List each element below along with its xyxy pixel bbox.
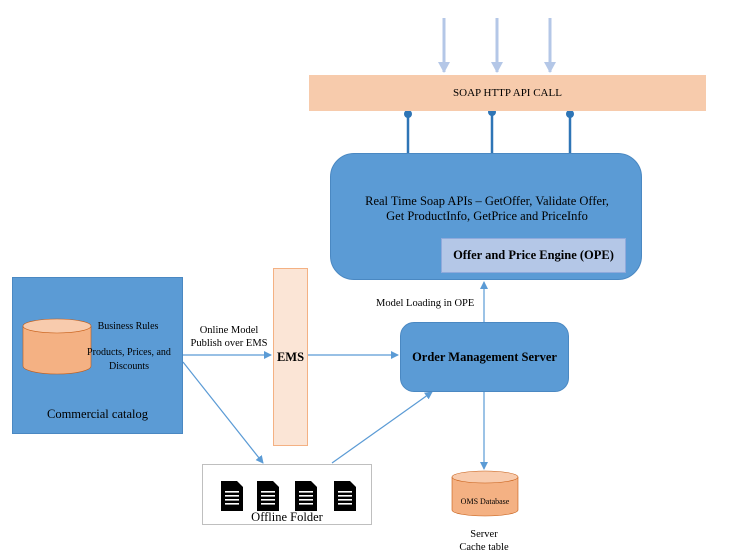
- oms-label: Order Management Server: [412, 349, 557, 364]
- model-loading-label: Model Loading in OPE: [376, 298, 475, 309]
- ope-box: Offer and Price Engine (OPE): [441, 238, 626, 273]
- oms-database-label: OMS Database: [460, 497, 510, 506]
- soap-http-api-label: SOAP HTTP API CALL: [453, 87, 562, 99]
- document-icon: [221, 481, 243, 511]
- catalog-database-icon: [22, 318, 92, 375]
- online-model-publish-label: Online Model Publish over EMS: [189, 324, 269, 350]
- ope-label: Offer and Price Engine (OPE): [453, 248, 614, 262]
- realtime-apis-text: Real Time Soap APIs – GetOffer, Validate…: [356, 194, 618, 224]
- order-management-server-box: Order Management Server: [400, 322, 569, 392]
- document-icon: [295, 481, 317, 511]
- online-model-line-1: Online Model: [199, 325, 259, 336]
- offline-documents: [221, 481, 356, 511]
- document-icon: [257, 481, 279, 511]
- realtime-apis-line-1: Real Time Soap APIs – GetOffer, Validate…: [365, 194, 609, 208]
- soap-connector-dot-1: [404, 110, 412, 118]
- commercial-catalog-label: Commercial catalog: [46, 407, 148, 421]
- ems-label: EMS: [276, 349, 305, 364]
- catalog-to-offline-arrow: [182, 361, 264, 464]
- products-prices-line-1: Products, Prices, and: [87, 347, 171, 358]
- online-model-line-2: Publish over EMS: [190, 338, 268, 349]
- business-rules-label: Business Rules: [97, 321, 159, 332]
- document-icon: [334, 481, 356, 511]
- commercial-catalog-box: [12, 277, 183, 434]
- soap-http-api-bar: SOAP HTTP API CALL: [309, 75, 706, 111]
- soap-connector-dot-3: [566, 110, 574, 118]
- oms-database-icon: [451, 470, 519, 517]
- ems-box: EMS: [273, 268, 308, 446]
- offline-to-oms-arrow: [331, 391, 433, 464]
- server-cache-caption: Server Cache table: [434, 528, 534, 554]
- products-prices-label: Products, Prices, and Discounts: [83, 346, 175, 374]
- offline-folder-label: Offline Folder: [251, 510, 323, 524]
- products-prices-line-2: Discounts: [109, 361, 149, 372]
- offline-folder-box: [202, 464, 372, 525]
- server-caption-line-2: Cache table: [459, 542, 509, 553]
- server-caption-line-1: Server: [470, 529, 498, 540]
- realtime-apis-line-2: Get ProductInfo, GetPrice and PriceInfo: [386, 209, 588, 223]
